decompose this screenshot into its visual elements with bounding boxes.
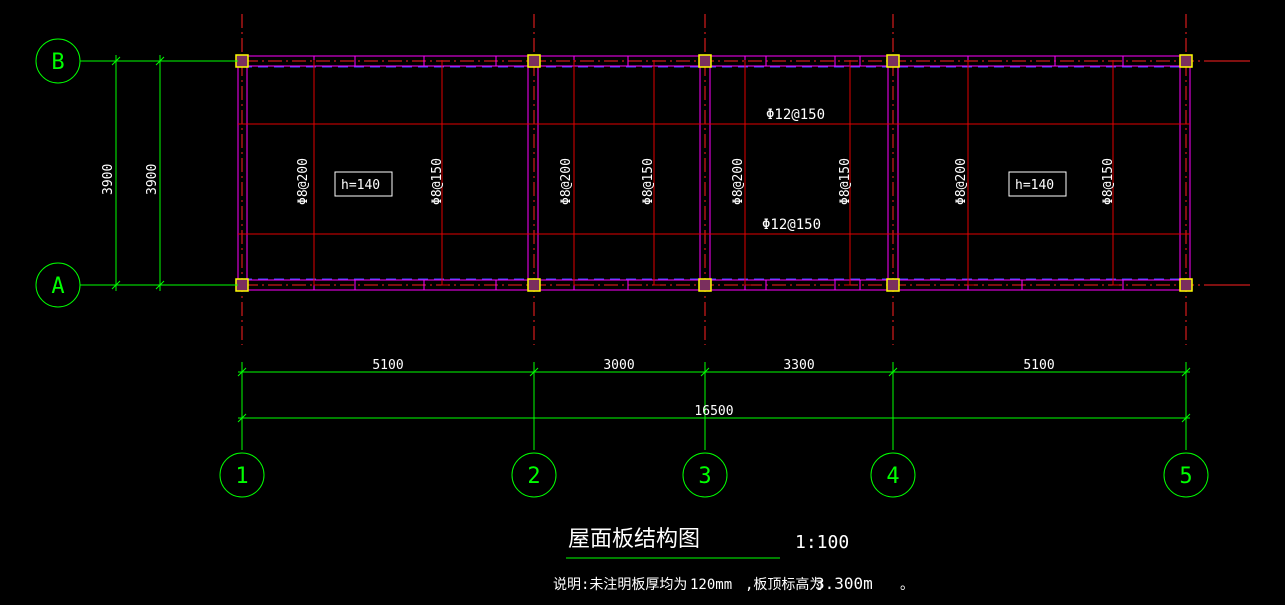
column-axis-labels: 1 2 3 4 5	[235, 464, 1192, 489]
span-dimension: 3000	[603, 358, 634, 373]
rebar-label: Φ8@150	[641, 158, 656, 205]
rebar-label: Φ8@150	[1101, 158, 1116, 205]
vertical-rebar-labels: Φ8@200 Φ8@150 Φ8@200 Φ8@150 Φ8@200 Φ8@15…	[296, 158, 1116, 205]
vertical-dimension: 3900	[145, 164, 160, 195]
hidden-beams	[242, 66, 1186, 280]
row-axis-label-b: B	[51, 50, 64, 75]
note-thickness: 120mm	[690, 577, 732, 593]
column-axis-label: 2	[527, 464, 540, 489]
beams	[237, 55, 1191, 291]
horizontal-dimensions	[219, 362, 1209, 498]
top-bar-label: Φ12@150	[766, 107, 825, 123]
drawing-title: 屋面板结构图	[568, 527, 700, 552]
note-end: 。	[900, 577, 914, 593]
row-axis-label-a: A	[51, 274, 64, 299]
vertical-dimension: 3900	[101, 164, 116, 195]
thickness-text: h=140	[1015, 178, 1054, 193]
row-axes	[35, 38, 238, 308]
note-middle: ,板顶标高为	[745, 576, 823, 593]
rebar-label: Φ8@150	[430, 158, 445, 205]
span-dimension-labels: 5100 3000 3300 5100 16500	[372, 358, 1054, 419]
span-dimension: 5100	[372, 358, 403, 373]
note-elevation: 3.300m	[815, 574, 873, 593]
span-dimension: 5100	[1023, 358, 1054, 373]
column-axis-label: 4	[886, 464, 899, 489]
column-axis-label: 3	[698, 464, 711, 489]
rebar-label: Φ8@150	[838, 158, 853, 205]
rebar-label: Φ8@200	[954, 158, 969, 205]
column-axis-label: 1	[235, 464, 248, 489]
columns	[235, 54, 1193, 292]
rebar-label: Φ8@200	[296, 158, 311, 205]
rebar-label: Φ8@200	[559, 158, 574, 205]
rebar-label: Φ8@200	[731, 158, 746, 205]
drawing-scale: 1:100	[795, 532, 849, 553]
rebar	[238, 60, 1190, 286]
thickness-text: h=140	[341, 178, 380, 193]
drawing-note: 说明:未注明板厚均为 120mm ,板顶标高为 3.300m 。	[553, 574, 914, 593]
span-dimension: 3300	[783, 358, 814, 373]
thickness-label-right: h=140	[1008, 171, 1067, 197]
thickness-label-left: h=140	[334, 171, 393, 197]
total-dimension: 16500	[694, 404, 733, 419]
note-prefix: 说明:未注明板厚均为	[553, 577, 687, 593]
bottom-bar-label: Φ12@150	[762, 217, 821, 233]
column-axis-label: 5	[1179, 464, 1192, 489]
